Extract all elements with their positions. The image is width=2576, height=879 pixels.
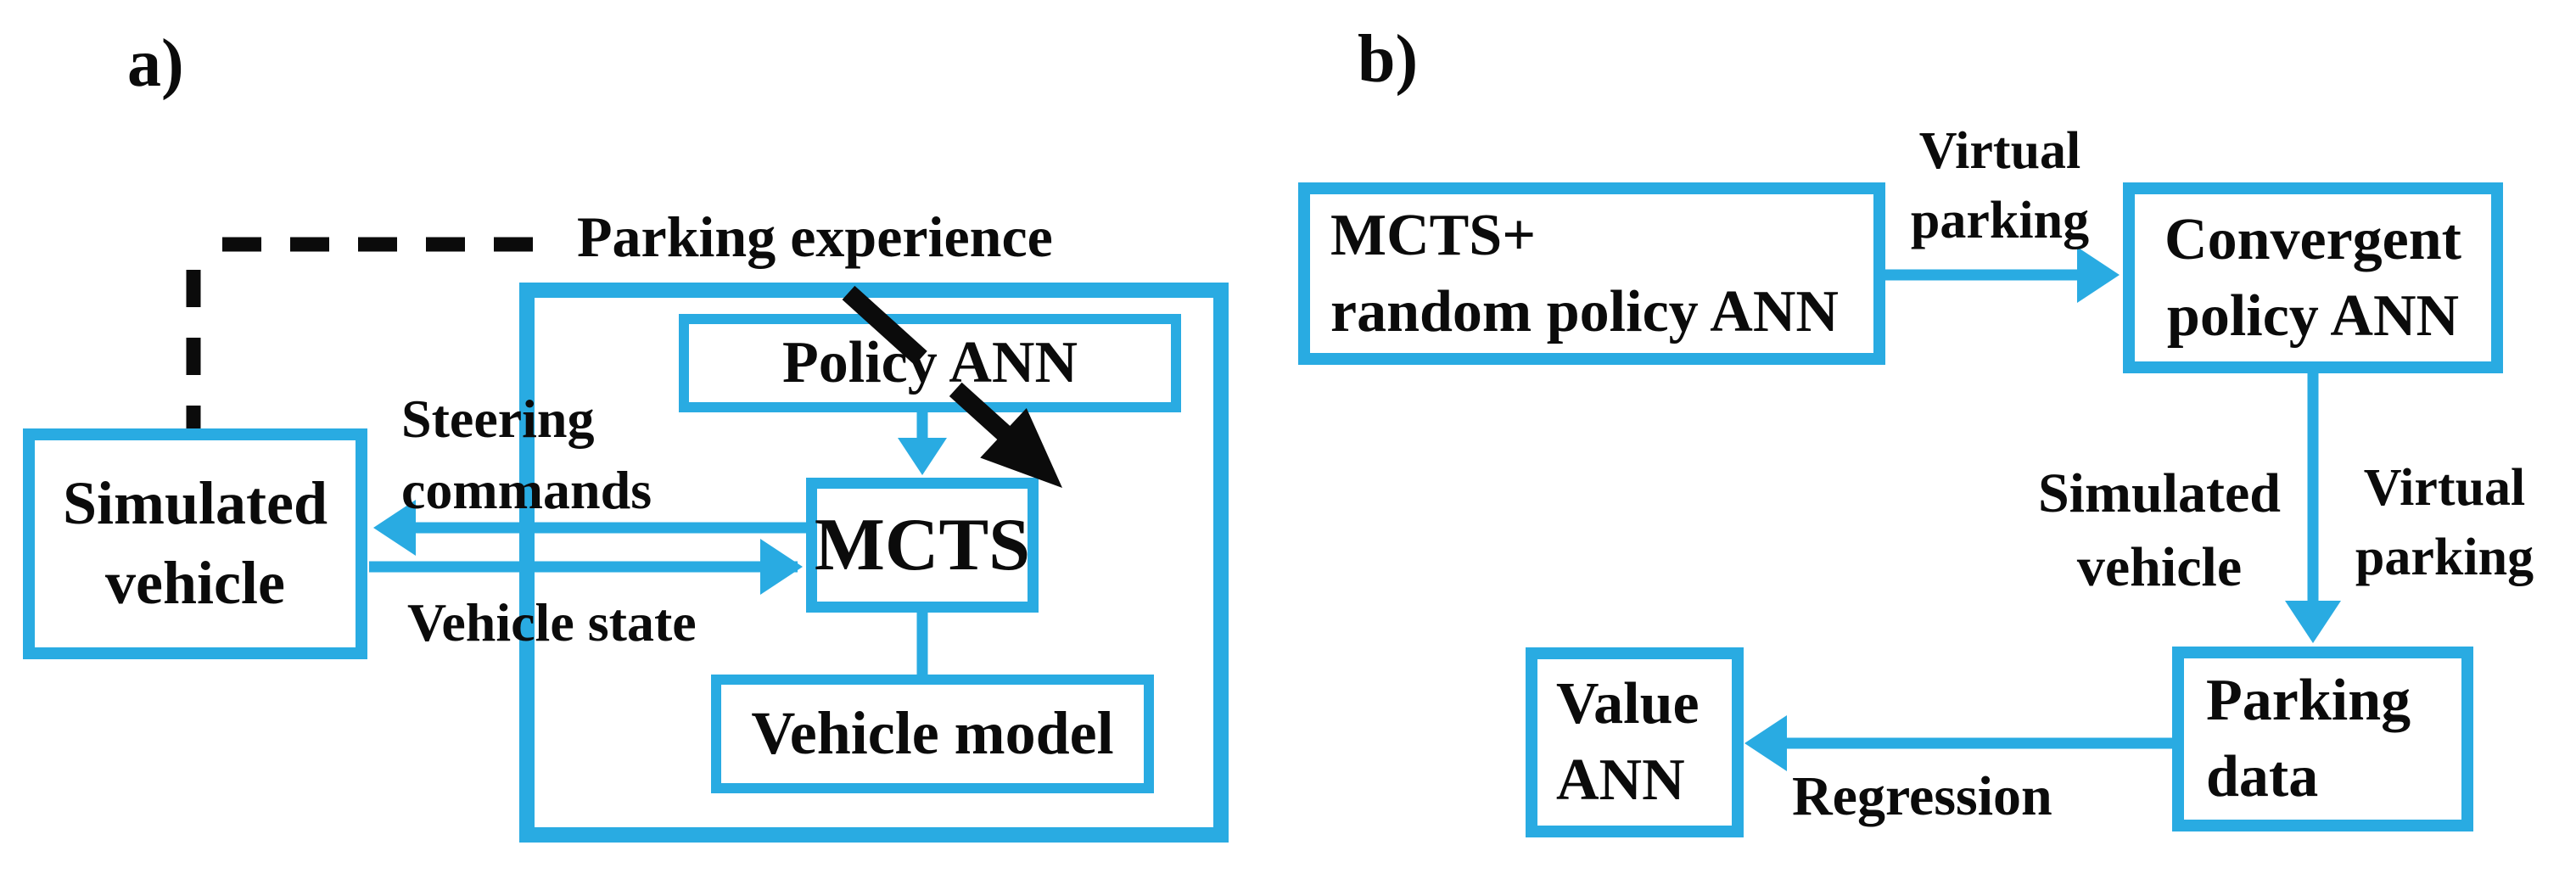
value-ann-box-label-line2: ANN xyxy=(1556,747,1685,813)
panel-b-label: b) xyxy=(1358,22,1419,97)
steering-commands-label-line1: Steering xyxy=(401,389,595,449)
parking-data-box: Parking data xyxy=(2172,647,2473,831)
parking-experience-label: Parking experience xyxy=(577,204,1053,269)
panel-a-label: a) xyxy=(127,26,184,101)
simulated-vehicle-box: Simulated vehicle xyxy=(23,428,367,659)
steering-commands-label-line2: commands xyxy=(401,460,652,521)
convergent-to-parking-arrowhead-icon xyxy=(2285,601,2341,643)
parking-experience-arrow-shaft xyxy=(842,285,1029,457)
virtual-parking-top-label-line1: Virtual xyxy=(1918,122,2081,180)
vehicle-model-box: Vehicle model xyxy=(711,675,1154,793)
parking-data-box-label-line1: Parking xyxy=(2206,668,2411,734)
simulated-vehicle-box-label-line2: vehicle xyxy=(105,549,285,617)
steering-commands-arrowhead-icon xyxy=(373,500,416,556)
virtual-parking-right-label-line1: Virtual xyxy=(2363,459,2526,517)
convergent-box-label-line1: Convergent xyxy=(2164,206,2461,272)
convergent-policy-ann-box: Convergent policy ANN xyxy=(2123,182,2503,373)
vehicle-model-box-label: Vehicle model xyxy=(751,699,1114,768)
regression-label: Regression xyxy=(1792,765,2052,827)
vehicle-state-arrowhead-icon xyxy=(760,539,803,595)
simulated-vehicle-b-label-line2: vehicle xyxy=(2076,536,2243,599)
simulated-vehicle-b-label-line1: Simulated xyxy=(2037,462,2282,524)
value-ann-box-label-line1: Value xyxy=(1556,671,1700,737)
simulated-vehicle-box-label-line1: Simulated xyxy=(62,469,328,538)
parking-experience-arrowhead-icon xyxy=(980,407,1062,488)
policy-ann-box: Policy ANN xyxy=(679,314,1181,412)
mcts-random-box-label-line2: random policy ANN xyxy=(1330,278,1839,344)
mcts-random-box-label-line1: MCTS+ xyxy=(1330,202,1537,268)
vehicle-state-label: Vehicle state xyxy=(407,592,697,652)
policy-ann-box-label: Policy ANN xyxy=(781,330,1078,396)
value-ann-box: Value ANN xyxy=(1526,647,1744,837)
virtual-parking-top-label-line2: parking xyxy=(1910,191,2090,249)
policy-to-mcts-arrowhead-icon xyxy=(898,438,947,475)
parking-data-box-label-line2: data xyxy=(2206,744,2319,809)
mcts-random-policy-ann-box: MCTS+ random policy ANN xyxy=(1298,182,1885,365)
mcts-box: MCTS xyxy=(806,478,1039,613)
convergent-box-label-line2: policy ANN xyxy=(2166,283,2460,349)
virtual-parking-right-label-line2: parking xyxy=(2355,528,2534,586)
virtual-parking-arrowhead-icon xyxy=(2077,247,2120,303)
mcts-box-label: MCTS xyxy=(814,503,1031,586)
regression-arrowhead-icon xyxy=(1744,715,1787,771)
